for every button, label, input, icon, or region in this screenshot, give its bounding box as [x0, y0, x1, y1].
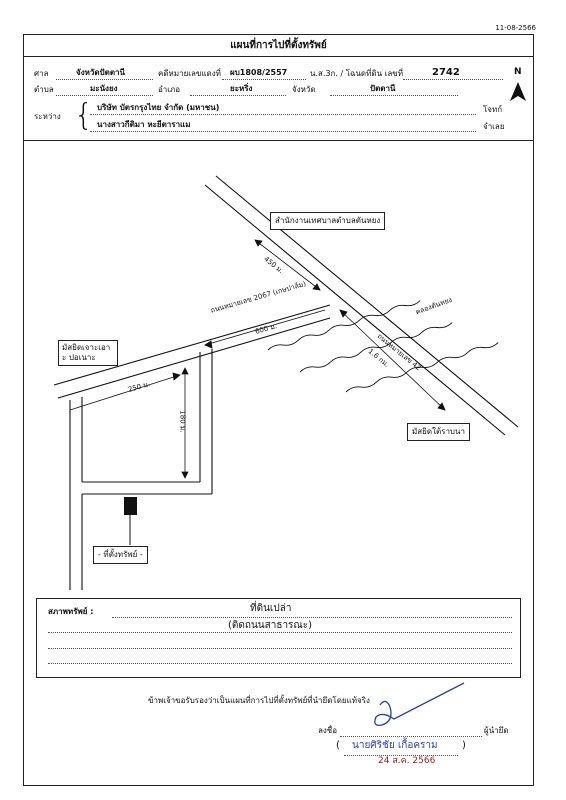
- road-42-edge-b: [215, 175, 519, 428]
- office-label: สำนักงานเทศบาลตำบลตันหยง: [275, 216, 381, 225]
- plaintiff-label: โจทก์: [483, 105, 503, 114]
- brace-icon: {: [74, 98, 94, 133]
- distance-180: 180 ม.: [178, 410, 187, 433]
- property-label-box: - ที่ตั้งทรัพย์ -: [93, 546, 148, 564]
- mosque-left-box: มัสยิดเจาะเอาะ ปอเนาะ: [58, 340, 118, 366]
- case-value: ผบ1808/2557: [230, 68, 288, 77]
- title-bar: แผนที่การไปที่ตั้งทรัพย์: [23, 34, 534, 57]
- paren-open: (: [336, 740, 340, 751]
- road-2067-edge-b: [57, 317, 331, 399]
- north-label: N: [514, 67, 522, 77]
- status-label: สภาพทรัพย์ :: [48, 607, 94, 616]
- canal-waves: [267, 300, 499, 393]
- office-label-box: สำนักงานเทศบาลตำบลตันหยง: [270, 212, 386, 230]
- status-line2: (ติดถนนสาธารณะ): [228, 620, 312, 631]
- court-label: ศาล: [34, 69, 49, 78]
- court-value: จังหวัดปัตตานี: [76, 68, 125, 77]
- mosque-right-box: มัสยิดใต้ราบนา: [407, 423, 470, 441]
- district-value: ยะหริ่ง: [230, 84, 253, 93]
- sign-date: 24 ส.ค. 2566: [378, 756, 436, 766]
- certify-text: ข้าพเจ้าขอรับรองว่าเป็นแผนที่การไปที่ตั้…: [148, 696, 370, 705]
- province-value: ปัตตานี: [370, 84, 396, 93]
- subdistrict-label: ตำบล: [34, 85, 54, 94]
- deed-value: 2742: [432, 67, 460, 78]
- defendant-value: นางสาวกีติมา หะยีตาราแม: [97, 120, 191, 129]
- property-label: - ที่ตั้งทรัพย์ -: [98, 550, 143, 559]
- document-frame: [23, 34, 534, 786]
- document-title: แผนที่การไปที่ตั้งทรัพย์: [230, 40, 327, 51]
- mosque-right-label: มัสยิดใต้ราบนา: [412, 427, 465, 436]
- paren-close: ): [462, 740, 466, 751]
- subdistrict-value: มะนังยง: [90, 84, 118, 93]
- property-marker: [124, 497, 137, 515]
- sign-label: ลงชื่อ: [318, 726, 338, 735]
- road-42-edge-a: [204, 184, 506, 436]
- signer-name: นายศิริชัย เกื้อคราม: [352, 740, 438, 751]
- province-label: จังหวัด: [292, 85, 316, 94]
- deed-label: น.ส.3ก. / โฉนดที่ดิน เลขที่: [310, 69, 403, 78]
- property-status-box: [36, 598, 521, 678]
- road-2067-edge-a: [53, 304, 331, 386]
- defendant-label: จำเลย: [483, 122, 505, 131]
- document-date: 11-08-2566: [495, 24, 536, 32]
- status-line1: ที่ดินเปล่า: [250, 603, 292, 614]
- plaintiff-value: บริษัท บัตรกรุงไทย จำกัด (มหาชน): [97, 103, 220, 112]
- district-label: อำเภอ: [158, 85, 181, 94]
- header-divider: [23, 140, 534, 141]
- between-label: ระหว่าง: [34, 112, 61, 121]
- case-label: คดีหมายเลขแดงที่: [158, 69, 221, 78]
- mosque-left-label: มัสยิดเจาะเอาะ ปอเนาะ: [62, 343, 111, 362]
- seizer-label: ผู้นำยึด: [484, 726, 509, 735]
